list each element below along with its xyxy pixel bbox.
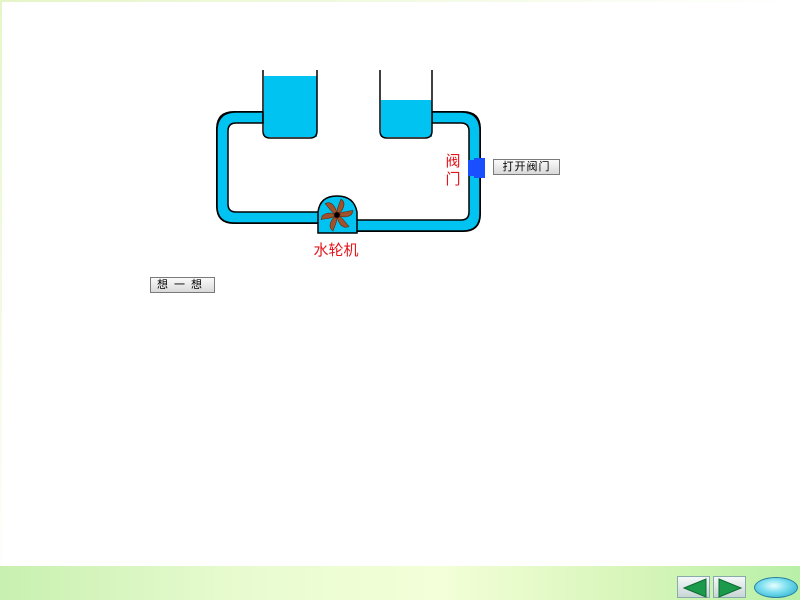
prev-slide-button[interactable] bbox=[677, 576, 710, 598]
top-border-strip bbox=[0, 0, 800, 2]
turbine-blades-icon bbox=[320, 198, 354, 232]
triangle-left-icon bbox=[682, 578, 707, 598]
left-tank bbox=[262, 70, 318, 139]
left-border-strip bbox=[0, 0, 2, 600]
turbine-label: 水轮机 bbox=[313, 241, 359, 259]
valve-label: 阀门 bbox=[445, 152, 461, 188]
right-tank bbox=[379, 70, 433, 139]
think-button[interactable]: 想一想 bbox=[150, 277, 215, 293]
turbine bbox=[317, 195, 358, 234]
oval-home-icon[interactable] bbox=[754, 577, 798, 598]
bottom-nav-bar bbox=[0, 566, 800, 600]
next-slide-button[interactable] bbox=[713, 576, 746, 598]
triangle-right-icon bbox=[718, 578, 743, 598]
open-valve-button[interactable]: 打开阀门 bbox=[493, 159, 560, 175]
valve bbox=[468, 158, 485, 178]
